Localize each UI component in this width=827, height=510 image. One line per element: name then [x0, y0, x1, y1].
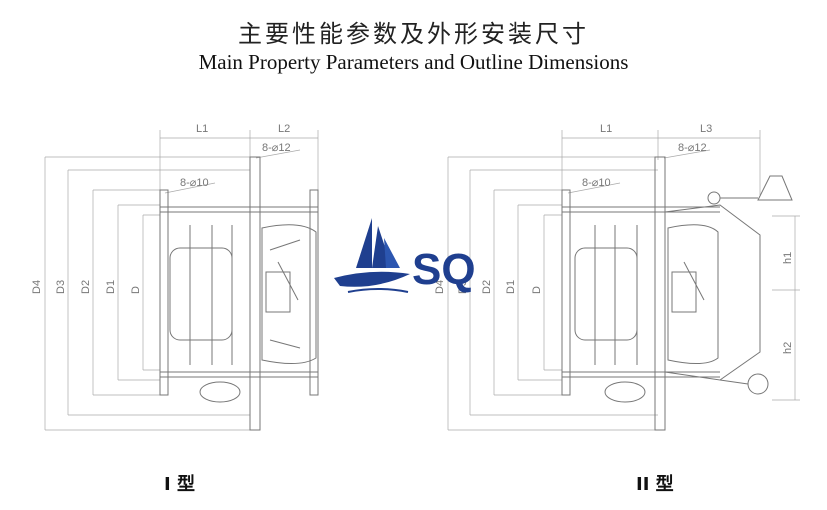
type-i-label-d3: D3	[55, 280, 67, 294]
type-i-hole-label-1: 8-⌀12	[262, 142, 291, 154]
type-ii-label-d4: D4	[434, 280, 446, 294]
type-ii-label-d3: D3	[457, 280, 469, 294]
type-ii-label-l1: L1	[600, 123, 612, 135]
type-i-hole-label-2: 8-⌀10	[180, 177, 209, 189]
type-ii-label-d2: D2	[481, 280, 493, 294]
type-ii-label-l3: L3	[700, 123, 712, 135]
type-ii-label-d: D	[531, 286, 543, 294]
type-ii-label-h2: h2	[782, 342, 794, 354]
title-chinese: 主要性能参数及外形安装尺寸	[238, 20, 589, 48]
type-i-label-d4: D4	[31, 280, 43, 294]
type-i-caption: I 型	[164, 473, 195, 495]
type-i-label-l2: L2	[278, 123, 290, 135]
type-ii-drawing: L1 L3 8-⌀12 8-⌀10 D4 D3 D2 D1 D	[434, 123, 800, 431]
type-i-label-l1: L1	[196, 123, 208, 135]
type-i-label-d: D	[130, 286, 142, 294]
type-ii-label-h1: h1	[782, 252, 794, 264]
type-i-label-d1: D1	[105, 280, 117, 294]
logo-text: SQ	[412, 245, 476, 294]
title-english: Main Property Parameters and Outline Dim…	[198, 50, 629, 74]
type-ii-hole-label-2: 8-⌀10	[582, 177, 611, 189]
type-ii-hole-label-1: 8-⌀12	[678, 142, 707, 154]
type-ii-caption: II 型	[636, 473, 674, 495]
type-i-label-d2: D2	[80, 280, 92, 294]
type-ii-label-d1: D1	[505, 280, 517, 294]
sq-logo: SQ	[334, 218, 476, 294]
type-i-drawing: L1 L2 8-⌀12 8-⌀10 D4 D3 D2 D1 D	[31, 123, 319, 431]
